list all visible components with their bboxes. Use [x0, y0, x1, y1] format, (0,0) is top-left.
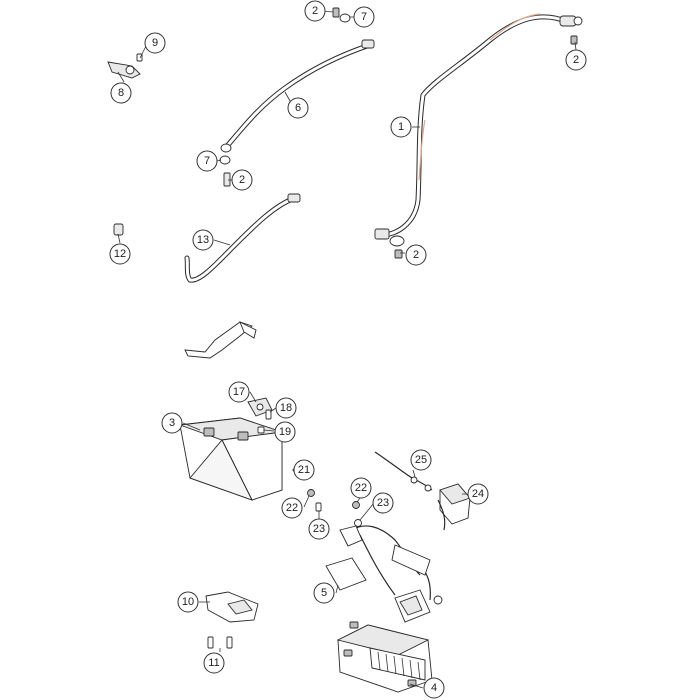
terminal-part-8: [107, 61, 141, 79]
bolt-part-2-right: [570, 35, 578, 45]
svg-text:4: 4: [431, 682, 437, 694]
ground-cable-part-6: [220, 39, 375, 153]
relay-part-24: [437, 483, 471, 531]
callout-8[interactable]: 8: [110, 82, 132, 104]
callout-22-right[interactable]: 22: [350, 477, 372, 499]
callout-4[interactable]: 4: [423, 677, 445, 699]
wiring-harness-part-5: [325, 525, 443, 623]
bolt-part-18: [265, 409, 272, 420]
svg-text:2: 2: [312, 5, 318, 17]
callout-13[interactable]: 13: [192, 229, 214, 251]
nut-part-7-lower: [219, 155, 231, 165]
washer-part-22-left: [307, 489, 315, 497]
svg-text:11: 11: [208, 657, 219, 669]
callout-12[interactable]: 12: [109, 243, 131, 265]
battery-part-3: [179, 417, 283, 501]
svg-text:23: 23: [377, 497, 389, 509]
svg-text:18: 18: [280, 402, 292, 414]
svg-text:25: 25: [415, 454, 427, 466]
nut-part-23-right: [354, 519, 362, 527]
callout-11[interactable]: 11: [203, 652, 225, 674]
wire-part-25: [374, 451, 433, 492]
bolt-part-2-cable6: [223, 172, 231, 187]
nut-part-7-top: [339, 13, 351, 23]
callout-25[interactable]: 25: [410, 449, 432, 471]
callout-2-right[interactable]: 2: [565, 49, 587, 71]
svg-text:22: 22: [355, 482, 367, 494]
svg-text:3: 3: [169, 417, 175, 429]
callout-21[interactable]: 21: [293, 459, 315, 481]
battery-bracket: [184, 321, 257, 359]
callout-9[interactable]: 9: [144, 32, 166, 54]
bolt-part-2-top: [332, 7, 340, 18]
svg-text:7: 7: [361, 11, 367, 23]
cable-part-13: [184, 193, 301, 283]
svg-text:5: 5: [321, 587, 327, 599]
callout-3[interactable]: 3: [161, 412, 183, 434]
callout-10[interactable]: 10: [177, 591, 199, 613]
svg-text:17: 17: [233, 386, 245, 398]
svg-text:2: 2: [573, 54, 579, 66]
svg-text:24: 24: [472, 488, 484, 500]
callout-23-right[interactable]: 23: [372, 492, 394, 514]
callout-2-top[interactable]: 2: [304, 0, 326, 22]
svg-text:8: 8: [118, 87, 124, 99]
bolt-part-2-cable1: [394, 249, 403, 259]
svg-text:10: 10: [182, 596, 194, 608]
screws-part-11: [207, 636, 233, 649]
callout-2-cable1[interactable]: 2: [405, 244, 427, 266]
nut-part-19: [257, 426, 265, 434]
callout-22-left[interactable]: 22: [281, 497, 303, 519]
svg-text:13: 13: [197, 234, 209, 246]
svg-text:19: 19: [279, 426, 291, 438]
svg-text:6: 6: [295, 102, 301, 114]
svg-text:9: 9: [152, 37, 158, 49]
bolt-part-23-left: [315, 502, 322, 512]
callout-17[interactable]: 17: [228, 381, 250, 403]
svg-text:1: 1: [398, 121, 404, 133]
washer-part-22-right: [352, 501, 360, 509]
callout-19[interactable]: 19: [274, 421, 296, 443]
svg-text:2: 2: [413, 249, 419, 261]
callout-23-left[interactable]: 23: [308, 518, 330, 540]
leader-lines: [117, 10, 577, 689]
svg-text:2: 2: [239, 174, 245, 186]
svg-text:22: 22: [286, 502, 298, 514]
callout-5[interactable]: 5: [313, 582, 335, 604]
callout-7-top[interactable]: 7: [353, 6, 375, 28]
battery-cable-part-1: [374, 13, 583, 247]
svg-text:7: 7: [204, 155, 210, 167]
callout-18[interactable]: 18: [275, 397, 297, 419]
holder-part-10: [205, 591, 259, 623]
svg-text:21: 21: [298, 464, 310, 476]
svg-text:12: 12: [114, 248, 126, 260]
regulator-part-4: [336, 621, 433, 693]
callout-1[interactable]: 1: [390, 116, 412, 138]
callout-24[interactable]: 24: [467, 483, 489, 505]
callout-7-lower[interactable]: 7: [196, 150, 218, 172]
callout-6[interactable]: 6: [287, 97, 309, 119]
callout-2-cable6[interactable]: 2: [231, 169, 253, 191]
svg-text:23: 23: [313, 523, 325, 535]
fitting-part-12: [113, 223, 124, 236]
